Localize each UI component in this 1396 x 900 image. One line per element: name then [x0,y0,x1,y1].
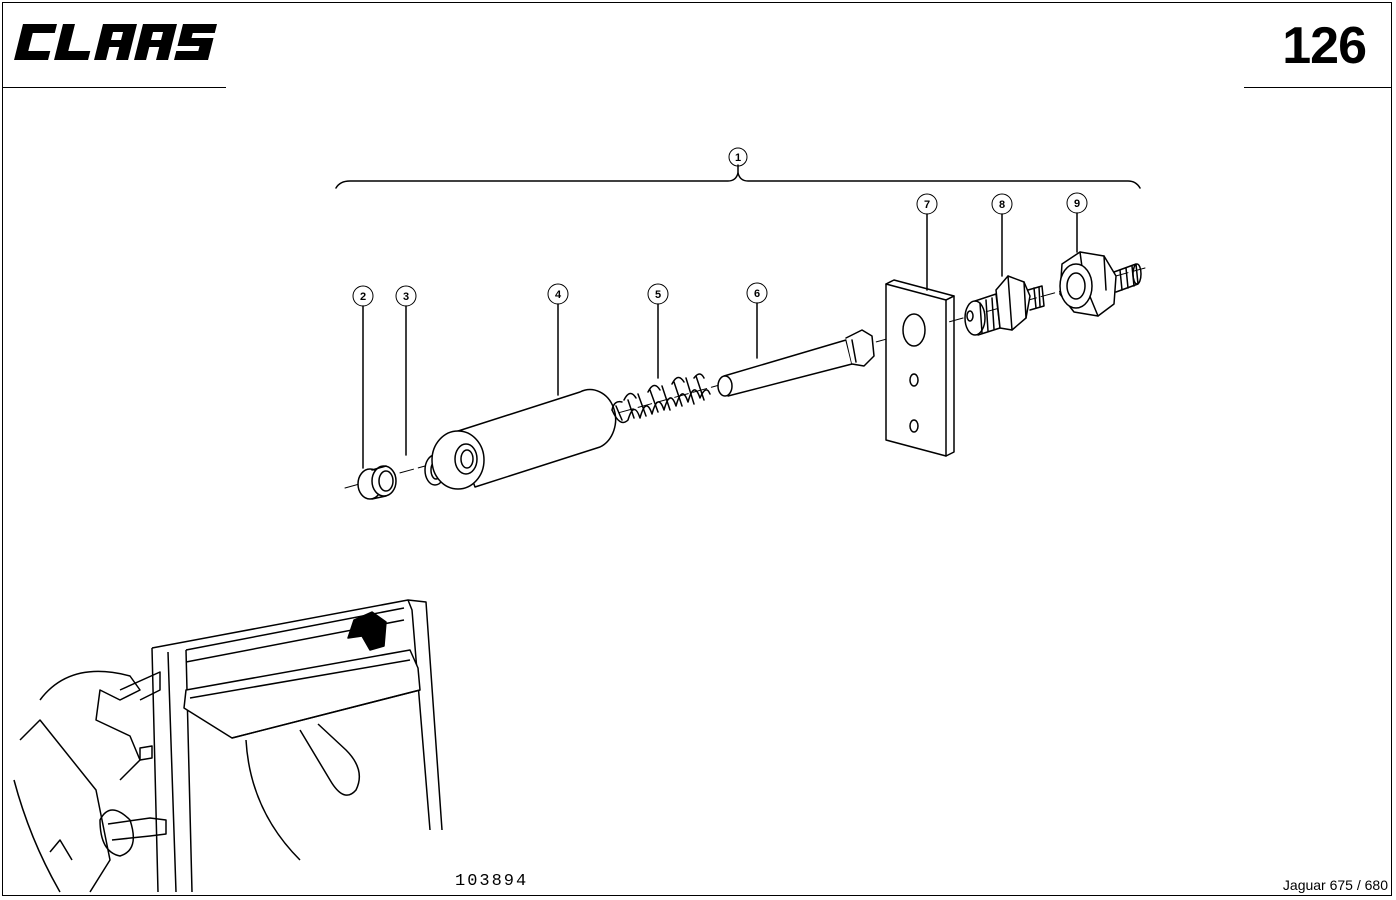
callout-5: 5 [655,289,661,301]
callout-2-circle [352,285,374,307]
callout-3-circle [395,285,417,307]
part-2-cap [357,465,397,500]
part-8-fitting [964,275,1045,336]
callout-7: 7 [924,199,930,211]
part-4-sleeve [431,388,617,490]
callout-8: 8 [999,199,1005,211]
callout-8-circle [991,193,1013,215]
part-9-nut [1059,251,1142,317]
callout-1-circle [728,147,748,167]
part-5-spring [611,373,711,424]
callout-7-circle [916,193,938,215]
page-number: 126 [1282,17,1367,75]
location-inset [13,599,443,893]
model-designation: Jaguar 675 / 680 [1282,877,1388,893]
callout-4: 4 [555,289,562,301]
logo-underline [2,87,226,88]
callout-2: 2 [360,291,366,303]
drawing-number: 103894 [455,872,529,891]
callout-9-circle [1066,192,1088,214]
part-6-pin [717,329,875,397]
callout-3: 3 [403,291,409,303]
callout-4-circle [547,283,569,305]
callout-9: 9 [1074,198,1080,210]
claas-logo [14,24,218,60]
assembly-bracket [335,172,1141,189]
callout-6: 6 [754,288,760,300]
page-number-underline [1244,87,1392,88]
part-7-plate [885,279,955,457]
callout-1: 1 [735,152,741,164]
callout-6-circle [746,282,768,304]
callout-5-circle [647,283,669,305]
